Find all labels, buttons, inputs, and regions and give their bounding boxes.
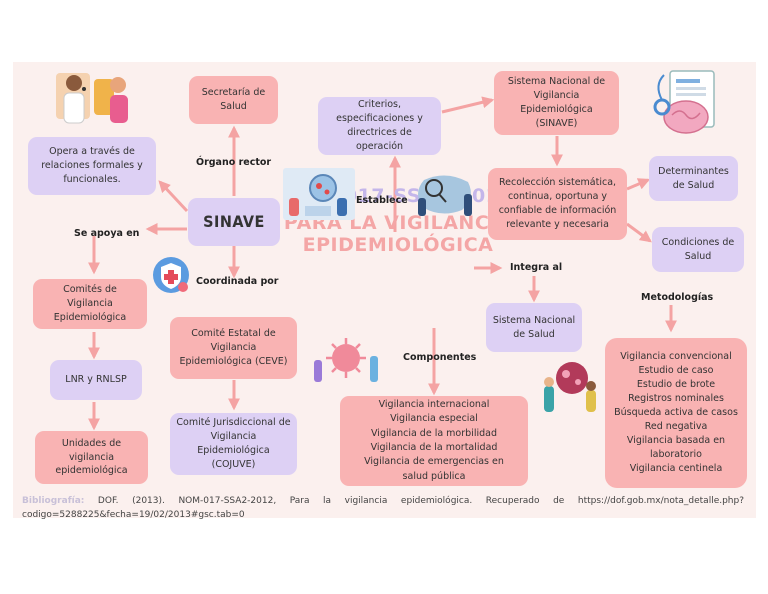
sistema-nacional-vigilancia-box: Sistema Nacional de Vigilancia Epidemiol… xyxy=(494,71,619,135)
microscope-researchers-illustration xyxy=(544,362,596,412)
componente-item: Vigilancia de la morbilidad xyxy=(371,427,497,439)
recoleccion-box: Recolección sistemática, continua, oport… xyxy=(488,168,627,240)
metodologia-item: Búsqueda activa de casos xyxy=(614,406,738,418)
metodologia-item: Estudio de brote xyxy=(636,378,716,390)
componente-item: Vigilancia de la mortalidad xyxy=(370,442,498,453)
sistema-nacional-salud-box: Sistema Nacional de Salud xyxy=(486,303,582,352)
label-organo-rector: Órgano rector xyxy=(196,157,272,168)
title-line-2-3: PARA LA VIGILANCIA EPIDEMIOLÓGICA xyxy=(283,212,513,257)
label-integra: Integra al xyxy=(510,262,563,273)
opera-box: Opera a través de relaciones formales y … xyxy=(28,137,156,195)
label-coordinada: Coordinada por xyxy=(196,276,279,287)
cojuve-box: Comité Jurisdiccional de Vigilancia Epid… xyxy=(170,413,297,475)
secretaria-box: Secretaría de Salud xyxy=(189,76,278,124)
metodologia-item: Vigilancia centinela xyxy=(629,463,723,475)
metodologia-item: Vigilancia convencional xyxy=(620,350,732,362)
bibliography: Bibliografía: DOF. (2013). NOM-017-SSA2-… xyxy=(22,495,744,523)
bibliography-label: Bibliografía: xyxy=(22,496,85,506)
virus-lab-illustration xyxy=(314,338,378,382)
map-analysis-illustration xyxy=(418,175,472,216)
componente-item: Vigilancia de emergencias en salud públi… xyxy=(364,456,504,482)
unidades-box: Unidades de vigilancia epidemiológica xyxy=(35,431,148,484)
label-se-apoya: Se apoya en xyxy=(74,228,140,239)
lnr-box: LNR y RNLSP xyxy=(50,360,142,400)
ceve-box: Comité Estatal de Vigilancia Epidemiológ… xyxy=(170,317,297,379)
comites-vigilancia-box: Comités de Vigilancia Epidemiológica xyxy=(33,279,147,329)
medical-chart-illustration xyxy=(653,70,715,134)
componentes-box: Vigilancia internacional Vigilancia espe… xyxy=(340,396,528,486)
metodologia-item: Vigilancia basada en laboratorio xyxy=(626,435,726,461)
virus-scientists-illustration xyxy=(283,168,355,220)
metodologia-item: Red negativa xyxy=(644,421,708,433)
componente-item: Vigilancia especial xyxy=(390,413,478,425)
metodologia-item: Estudio de caso xyxy=(638,364,714,376)
determinantes-box: Determinantes de Salud xyxy=(649,156,738,201)
componente-item: Vigilancia internacional xyxy=(378,398,490,410)
condiciones-box: Condiciones de Salud xyxy=(652,227,744,272)
metodologias-box: Vigilancia convencional Estudio de caso … xyxy=(605,338,747,488)
title-line-3: EPIDEMIOLÓGICA xyxy=(302,234,494,257)
criterios-box: Criterios, especificaciones y directrice… xyxy=(318,97,441,155)
metodologia-item: Registros nominales xyxy=(628,392,724,404)
sinave-box: SINAVE xyxy=(188,198,280,246)
label-establece: Establece xyxy=(356,195,408,206)
doctors-illustration xyxy=(56,73,128,124)
label-metodologias: Metodologías xyxy=(641,292,714,303)
health-shield-icon xyxy=(153,257,189,293)
label-componentes: Componentes xyxy=(403,352,477,363)
bibliography-text: DOF. (2013). NOM-017-SSA2-2012, Para la … xyxy=(22,496,744,520)
